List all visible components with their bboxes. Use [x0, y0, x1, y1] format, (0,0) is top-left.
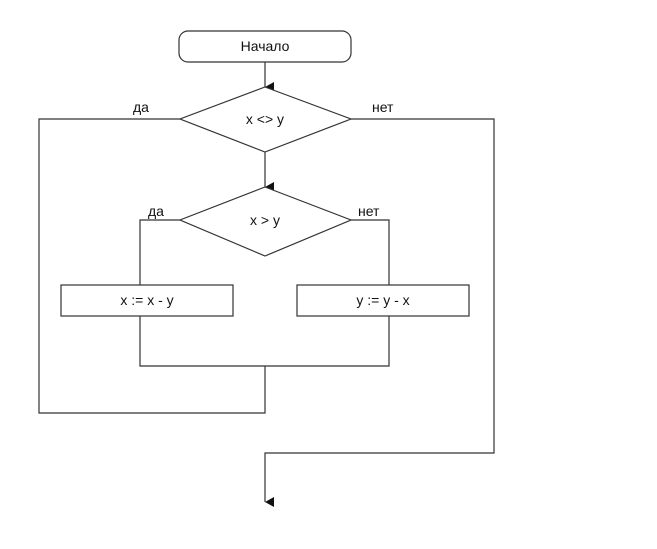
condition2-diamond: [178, 186, 353, 257]
condition1-yes-label: да: [133, 99, 149, 115]
process-right-box: [296, 284, 470, 317]
process-left-label: x := x - y: [120, 292, 173, 308]
condition2-no-label: нет: [358, 203, 380, 219]
merge-line: [139, 316, 390, 367]
condition1-no-label: нет: [372, 99, 394, 115]
exit-arrow: [264, 118, 495, 507]
branch-no-line: [351, 219, 390, 285]
loop-line: [38, 118, 266, 414]
condition1-label: x <> y: [246, 111, 284, 127]
start-label: Начало: [241, 38, 290, 54]
condition2-yes-label: да: [148, 203, 164, 219]
process-right-label: y := y - x: [356, 292, 409, 308]
branch-yes-line: [139, 219, 180, 285]
process-left-box: [60, 284, 234, 317]
condition2-label: x > y: [250, 212, 280, 228]
